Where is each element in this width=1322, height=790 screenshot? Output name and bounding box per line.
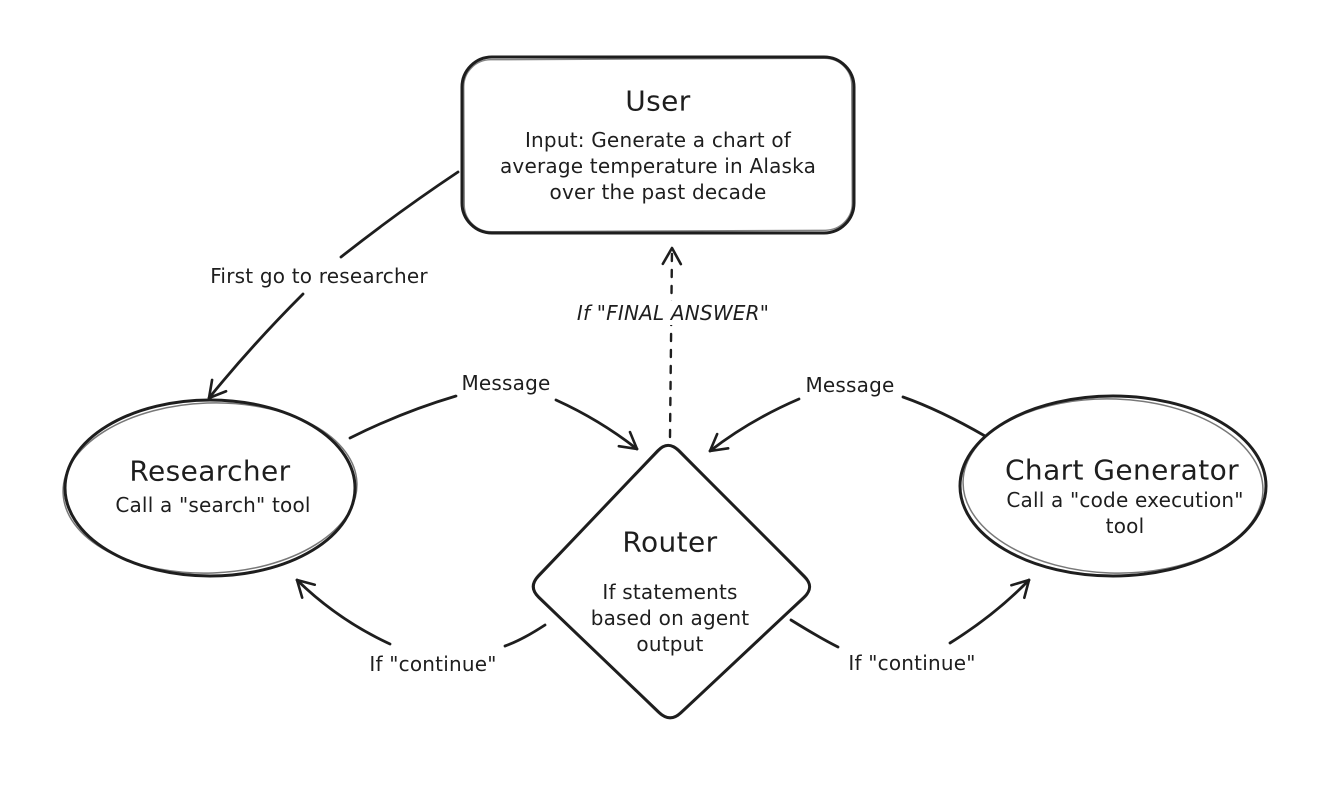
edge-router-to-chart-generator-segment[interactable] [789, 618, 840, 649]
edge-router-to-researcher-arrow[interactable] [295, 578, 392, 646]
edge-router-to-chart-generator[interactable] [789, 578, 1031, 649]
node-user-shape[interactable] [460, 55, 856, 235]
edge-router-to-researcher-segment[interactable] [503, 623, 547, 648]
node-router-body-line: If statements [602, 580, 738, 604]
node-chart-generator-title: Chart Generator [1004, 453, 1240, 487]
node-researcher-shape[interactable] [60, 398, 360, 578]
edge-router-to-researcher[interactable] [295, 578, 547, 648]
edge-router-to-chart-generator-arrow[interactable] [948, 578, 1031, 645]
node-chart-generator-body-line: tool [1105, 514, 1145, 538]
node-router-body-line: based on agent [590, 606, 750, 630]
edge-researcher-to-router-segment[interactable] [348, 394, 458, 440]
edge-user-to-researcher[interactable] [207, 170, 460, 400]
edge-label-final-answer[interactable]: If "FINAL ANSWER" [571, 301, 775, 325]
edge-chart-generator-to-router-arrow[interactable] [708, 397, 801, 453]
node-user-title: User [625, 84, 691, 118]
edge-chart-generator-to-router[interactable] [708, 395, 987, 453]
node-researcher-title: Researcher [129, 454, 291, 488]
node-chart-generator-outline-sketch [962, 398, 1264, 574]
node-router-outline-sketch [532, 444, 811, 719]
edge-label-first-go-to-researcher[interactable]: First go to researcher [205, 264, 433, 288]
edge-label-message-right[interactable]: Message [800, 373, 900, 397]
edge-researcher-to-router[interactable] [348, 394, 639, 451]
node-researcher-outline-sketch [62, 402, 358, 574]
edge-label-continue-right[interactable]: If "continue" [843, 651, 981, 675]
node-user-outline-sketch [463, 57, 853, 233]
node-user-outline[interactable] [460, 55, 856, 235]
node-chart-generator-body: Call a "code execution" tool [1006, 487, 1243, 539]
node-researcher-body: Call a "search" tool [115, 492, 310, 518]
node-user-body-line: over the past decade [549, 180, 767, 204]
edge-chart-generator-to-router-segment[interactable] [901, 395, 987, 438]
node-researcher-outline[interactable] [63, 398, 357, 578]
node-chart-generator-shape[interactable] [958, 394, 1268, 578]
edge-label-continue-left[interactable]: If "continue" [364, 652, 502, 676]
node-router-title: Router [622, 525, 718, 559]
node-user-body-line: Input: Generate a chart of [524, 128, 792, 152]
node-router-body: If statements based on agent output [591, 579, 750, 657]
edge-user-to-researcher-arrow[interactable] [207, 292, 305, 400]
node-chart-generator-body-line: Call a "code execution" [1006, 488, 1244, 512]
edge-label-message-left[interactable]: Message [456, 371, 556, 395]
node-router-body-line: output [636, 632, 704, 656]
node-router-shape[interactable] [531, 443, 812, 720]
edge-router-to-user[interactable] [661, 246, 683, 439]
node-researcher-body-line: Call a "search" tool [115, 493, 311, 517]
edge-router-to-user-arrow[interactable] [661, 246, 683, 439]
node-chart-generator-outline[interactable] [958, 394, 1268, 578]
node-user-body: Input: Generate a chart of average tempe… [500, 127, 816, 205]
edge-user-to-researcher-segment[interactable] [339, 170, 460, 259]
node-user-body-line: average temperature in Alaska [499, 154, 817, 178]
edge-researcher-to-router-arrow[interactable] [554, 398, 639, 451]
